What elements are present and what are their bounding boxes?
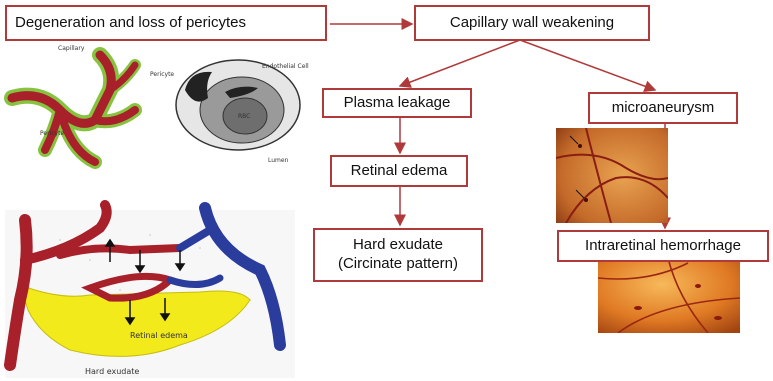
node-hard-exudate: Hard exudate (Circinate pattern) [313, 228, 483, 282]
hemorrhage-fundus-photo [598, 258, 740, 333]
node-retinal-edema: Retinal edema [330, 155, 468, 187]
hard-exudate-line1: Hard exudate [353, 236, 443, 255]
node-degeneration: Degeneration and loss of pericytes [5, 5, 327, 41]
node-microaneurysm: microaneurysm [588, 92, 738, 124]
node-plasma-leakage: Plasma leakage [322, 88, 472, 118]
hard-exudate-line2: (Circinate pattern) [338, 255, 458, 274]
node-intraretinal-hemorrhage: Intraretinal hemorrhage [557, 230, 769, 262]
retinal-edema-label: Retinal edema [130, 331, 188, 340]
hard-exudate-label: Hard exudate [85, 367, 139, 376]
node-capillary-wall-weakening: Capillary wall weakening [414, 5, 650, 41]
microaneurysm-fundus-photo [556, 128, 668, 223]
